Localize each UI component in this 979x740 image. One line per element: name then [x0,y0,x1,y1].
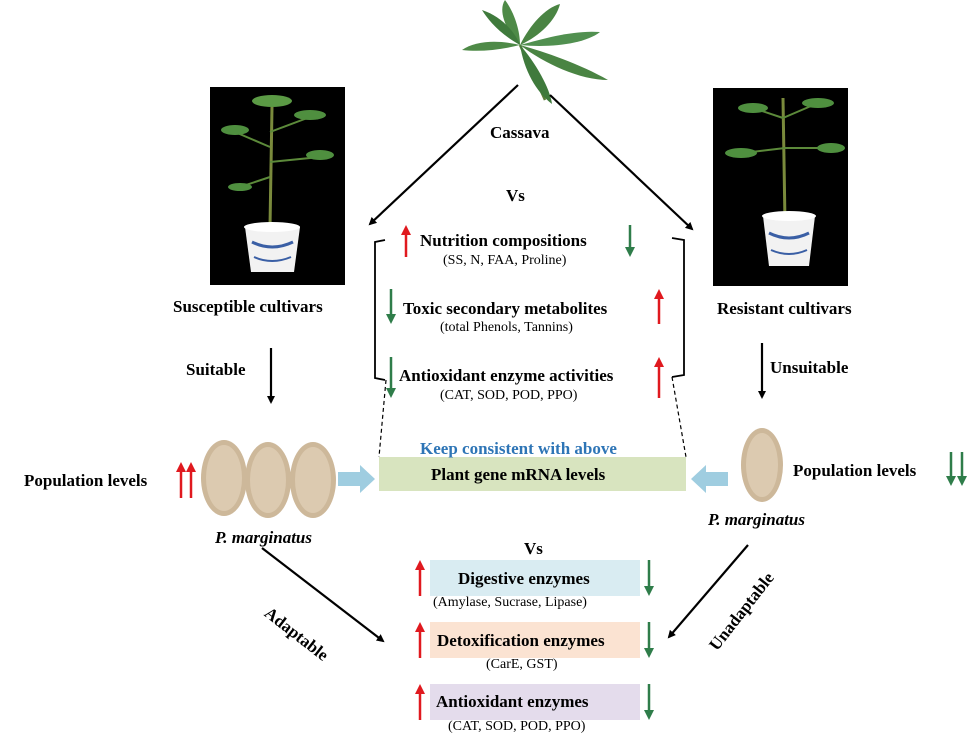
vs-label-top: Vs [506,186,525,205]
insect-label-left: P. marginatus [215,528,313,547]
resistant-trend-arrow-icon [625,225,635,257]
resistant-cultivars-label: Resistant cultivars [717,299,852,318]
cassava-to-resistant-arrow [549,94,694,231]
cassava-to-susceptible-arrow [368,84,519,226]
trait-title: Nutrition compositions [420,231,587,250]
enzyme-title: Detoxification enzymes [437,631,605,650]
population-label-right: Population levels [793,461,917,480]
resistant-plant-photo [713,88,848,286]
enzyme-detail: (CAT, SOD, POD, PPO) [448,719,586,734]
enzyme-title: Digestive enzymes [458,569,590,588]
adaptable-arrow [261,547,385,643]
adaptable-enzyme-up-icon [415,560,425,596]
gene-label: Plant gene mRNA levels [431,465,606,484]
enzyme-title: Antioxidant enzymes [436,692,589,711]
susceptible-trend-arrow-icon [401,225,411,257]
antioxidant-enzyme-box [430,684,640,720]
mealybug-icon [201,440,336,518]
adaptable-enzyme-up-icon [415,622,425,658]
resistant-trend-arrow-icon [654,289,664,324]
unadaptable-enzyme-down-icon [644,560,654,596]
population-up-icon [176,462,196,498]
adaptable-enzyme-up-icon [415,684,425,720]
enzyme-detail: (CarE, GST) [486,657,558,672]
unadaptable-enzyme-down-icon [644,622,654,658]
susceptible-plant-photo [210,87,345,285]
suitable-label: Suitable [186,360,246,379]
digestive-enzyme-box [430,560,640,596]
trait-detail: (total Phenols, Tannins) [440,320,573,335]
unadaptable-enzyme-down-icon [644,684,654,720]
gene-box [379,457,686,491]
enzyme-detail: (Amylase, Sucrase, Lipase) [433,595,587,610]
unsuitable-label: Unsuitable [770,358,849,377]
gene-note: Keep consistent with above [420,439,617,458]
right-flow-arrow [691,465,728,493]
population-down-icon [946,452,967,486]
population-label-left: Population levels [24,471,148,490]
trait-title: Antioxidant enzyme activities [399,366,614,385]
trait-detail: (SS, N, FAA, Proline) [443,253,567,268]
cassava-leaf-icon [462,0,608,104]
mealybug-single-icon [741,428,783,502]
susceptible-trend-arrow-icon [386,289,396,324]
susceptible-trend-arrow-icon [386,357,396,398]
susceptible-cultivars-label: Susceptible cultivars [173,297,323,316]
vs-label-bottom: Vs [524,539,543,558]
right-bracket [671,237,685,378]
left-bracket [374,239,386,381]
resistant-trend-arrow-icon [654,357,664,398]
left-flow-arrow [338,465,375,493]
unadaptable-arrow [667,544,749,639]
trait-title: Toxic secondary metabolites [403,299,608,318]
dashed-link-right [671,376,687,458]
trait-detail: (CAT, SOD, POD, PPO) [440,388,578,403]
cassava-label: Cassava [490,123,550,142]
dashed-link-left [378,379,387,458]
detoxification-enzyme-box [430,622,640,658]
insect-label-right: P. marginatus [708,510,806,529]
